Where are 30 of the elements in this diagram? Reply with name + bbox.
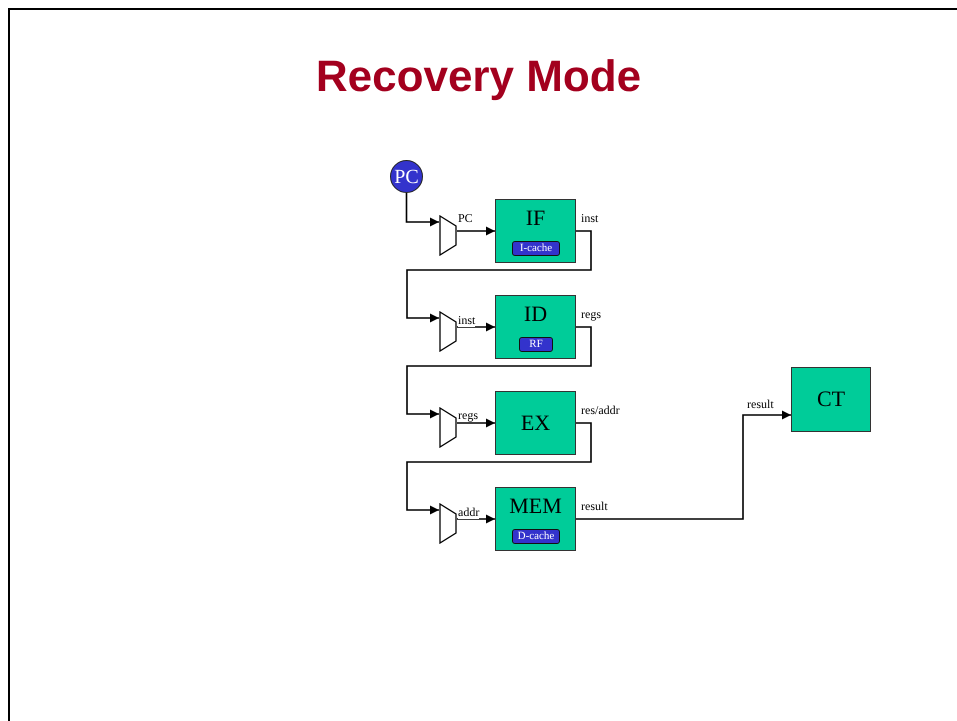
cache-badge: D-cache xyxy=(512,529,560,544)
arrow xyxy=(457,418,495,428)
arrow xyxy=(406,422,592,514)
register-file-badge: RF xyxy=(519,337,553,352)
edge-label: res/addr xyxy=(581,404,620,417)
edge-label: inst xyxy=(581,212,598,225)
edge-label: addr xyxy=(458,506,480,519)
cache-badge: I-cache xyxy=(512,241,560,256)
mux-symbol xyxy=(439,311,457,352)
arrow xyxy=(576,410,791,520)
arrow xyxy=(406,230,592,322)
edge-label: PC xyxy=(458,212,473,225)
stage-box: IF I-cache xyxy=(495,199,576,263)
stage-box: ID RF xyxy=(495,295,576,359)
arrow xyxy=(457,514,495,524)
mux-symbol xyxy=(439,215,457,256)
arrow xyxy=(457,322,495,332)
edge-label: inst xyxy=(458,314,476,327)
pc-circle: PC xyxy=(390,160,423,193)
mux-symbol xyxy=(439,407,457,448)
title: Recovery Mode xyxy=(314,52,642,102)
stage-box: CT xyxy=(791,367,871,432)
arrow xyxy=(406,326,592,418)
arrow xyxy=(406,193,439,226)
stage-box: EX xyxy=(495,391,576,455)
signal-label: result xyxy=(747,398,774,411)
edge-label: result xyxy=(581,500,608,513)
stage-box: MEM D-cache xyxy=(495,487,576,551)
mux-symbol xyxy=(439,503,457,544)
arrow xyxy=(457,226,495,236)
